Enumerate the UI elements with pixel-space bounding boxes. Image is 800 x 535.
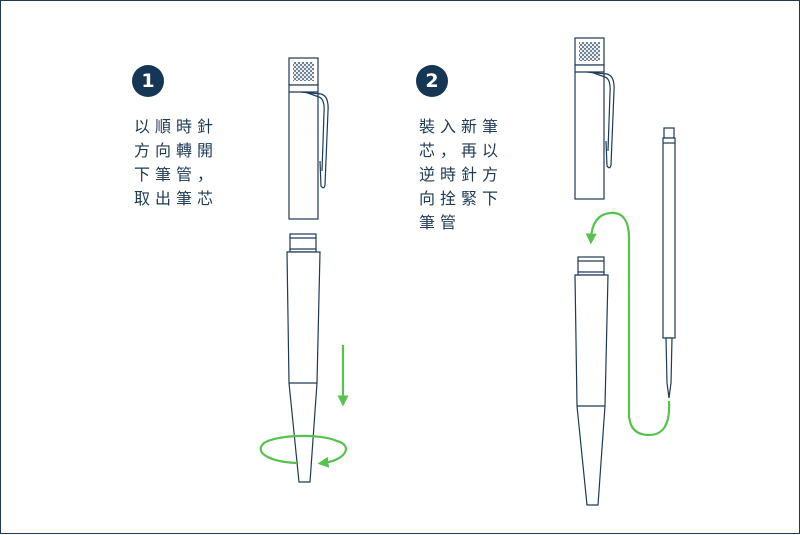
step-1-upper-barrel (288, 57, 329, 220)
step-2-line-1: 裝入新筆 (419, 117, 504, 136)
step-1-line-3: 下筆管， (134, 165, 219, 184)
step-1-line-2: 方向轉開 (134, 141, 219, 160)
step-1-line-4: 取出筆芯 (134, 189, 219, 208)
step-1-badge: 1 (132, 65, 164, 97)
step-2-line-2: 芯，再以 (419, 141, 504, 160)
step-2-badge: 2 (416, 65, 448, 97)
curved-arrow-icon (585, 211, 671, 437)
step-2-text: 裝入新筆 芯，再以 逆時針方 向拴緊下 筆管 (419, 115, 503, 235)
rotate-arrow-icon (259, 434, 347, 468)
step-1-text: 以順時針 方向轉開 下筆管， 取出筆芯 (134, 115, 218, 211)
step-2-upper-barrel (574, 37, 615, 200)
step-2-line-3: 逆時針方 (419, 165, 504, 184)
step-2-line-5: 筆管 (419, 213, 462, 232)
step-2-lower-barrel (574, 256, 609, 506)
step-1-arrows (259, 345, 349, 468)
step-1-line-1: 以順時針 (134, 117, 219, 136)
step-1-lower-barrel (286, 233, 321, 483)
step-2-refill (662, 127, 676, 399)
step-2-line-4: 向拴緊下 (419, 189, 504, 208)
